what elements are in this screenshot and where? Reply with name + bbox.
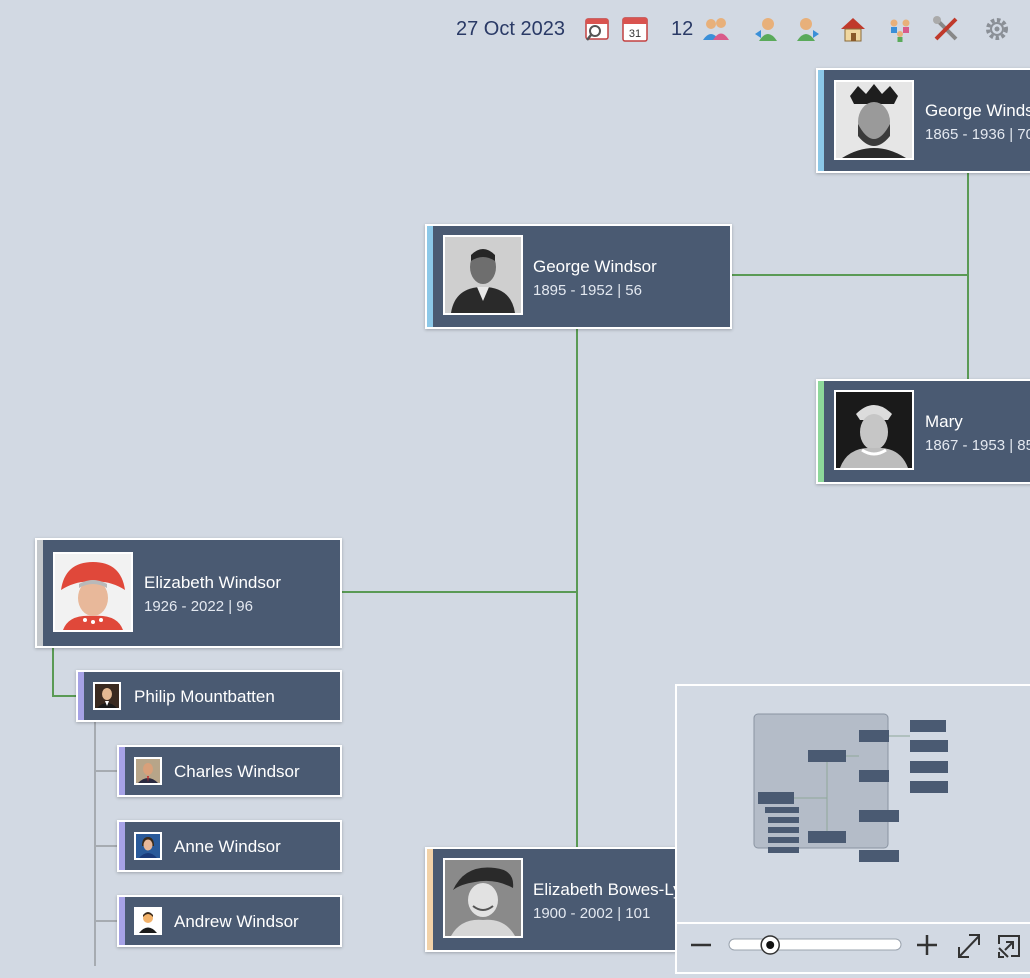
zoom-slider-handle-dot: [766, 941, 775, 949]
person-card-philip-mountbatten[interactable]: Philip Mountbatten: [76, 670, 342, 722]
gender-stripe: [427, 849, 433, 950]
zoom-in-icon[interactable]: [917, 935, 937, 955]
person-card-elizabeth-windsor[interactable]: Elizabeth Windsor 1926 - 2022 | 96: [35, 538, 342, 648]
person-photo: [443, 235, 523, 315]
person-name: Elizabeth Bowes-Lyon: [533, 880, 701, 899]
gender-stripe: [78, 672, 84, 720]
next-person-icon[interactable]: [792, 14, 822, 44]
person-card-george-windsor-1865[interactable]: George Windsor 1865 - 1936 | 70: [816, 68, 1030, 173]
connector-line: [341, 591, 578, 593]
toolbar: 27 Oct 2023 31 12: [0, 10, 1030, 50]
children-line: [94, 845, 118, 847]
children-line: [94, 722, 96, 966]
zoom-controls: [677, 922, 1030, 978]
person-photo: [134, 907, 162, 935]
svg-text:31: 31: [629, 28, 641, 40]
connector-line: [731, 274, 969, 276]
person-photo: [134, 757, 162, 785]
minimap-node: [859, 730, 889, 742]
person-name: Mary: [925, 412, 963, 431]
person-photo: [834, 80, 914, 160]
people-icon[interactable]: [701, 14, 731, 44]
person-photo: [93, 682, 121, 710]
calendar-icon[interactable]: 31: [620, 14, 650, 44]
minimap-node: [910, 761, 948, 773]
current-date: 27 Oct 2023: [456, 18, 565, 40]
person-card-george-windsor-1895[interactable]: George Windsor 1895 - 1952 | 56: [425, 224, 732, 329]
person-photo: [53, 552, 133, 632]
connector-line: [52, 647, 54, 696]
person-name: Andrew Windsor: [174, 912, 299, 931]
connector-line: [576, 329, 578, 847]
person-photo: [834, 390, 914, 470]
children-line: [94, 770, 118, 772]
minimap-node: [910, 781, 948, 793]
gender-stripe: [818, 70, 824, 171]
gender-stripe: [119, 897, 125, 945]
person-card-charles-windsor[interactable]: Charles Windsor: [117, 745, 342, 797]
minimap-node: [808, 831, 846, 843]
minimap-node: [768, 827, 799, 833]
person-dates: 1865 - 1936 | 70: [925, 126, 1030, 143]
minimap-node: [758, 792, 794, 804]
person-name: Anne Windsor: [174, 837, 281, 856]
connector-line: [52, 695, 76, 697]
minimap-node: [910, 720, 946, 732]
previous-person-icon[interactable]: [752, 14, 782, 44]
home-icon[interactable]: [838, 14, 868, 44]
minimap-node: [768, 847, 799, 853]
gender-stripe: [119, 747, 125, 795]
minimap-node: [859, 770, 889, 782]
person-dates: 1900 - 2002 | 101: [533, 905, 651, 922]
gender-stripe: [427, 226, 433, 327]
person-name: Charles Windsor: [174, 762, 300, 781]
person-name: George Windsor: [925, 101, 1030, 120]
minimap-node: [768, 837, 799, 843]
person-dates: 1867 - 1953 | 85: [925, 437, 1030, 454]
expand-icon[interactable]: [958, 934, 980, 958]
family-icon[interactable]: [885, 14, 915, 44]
minimap-node: [765, 807, 799, 813]
person-card-andrew-windsor[interactable]: Andrew Windsor: [117, 895, 342, 947]
children-line: [94, 920, 118, 922]
person-dates: 1895 - 1952 | 56: [533, 282, 642, 299]
minimap-panel[interactable]: [675, 684, 1030, 974]
minimap-node: [910, 740, 948, 752]
settings-icon[interactable]: [982, 14, 1012, 44]
gender-stripe: [37, 540, 43, 646]
minimap-node: [768, 817, 799, 823]
gender-stripe: [818, 381, 824, 482]
gender-stripe: [119, 822, 125, 870]
person-name: Philip Mountbatten: [134, 687, 275, 706]
minimap-overview[interactable]: [677, 686, 1030, 920]
person-name: Elizabeth Windsor: [144, 573, 282, 592]
zoom-slider-track[interactable]: [728, 938, 902, 951]
tools-icon[interactable]: [931, 14, 961, 44]
person-card-anne-windsor[interactable]: Anne Windsor: [117, 820, 342, 872]
find-date-icon[interactable]: [582, 14, 612, 44]
minimap-node: [859, 810, 899, 822]
person-photo: [134, 832, 162, 860]
minimap-node: [859, 850, 899, 862]
person-card-mary[interactable]: Mary 1867 - 1953 | 85: [816, 379, 1030, 484]
minimap-node: [808, 750, 846, 762]
fit-to-screen-icon[interactable]: [998, 935, 1020, 958]
people-count: 12: [671, 18, 694, 40]
person-photo: [443, 858, 523, 938]
person-dates: 1926 - 2022 | 96: [144, 598, 253, 615]
person-name: George Windsor: [533, 257, 657, 276]
